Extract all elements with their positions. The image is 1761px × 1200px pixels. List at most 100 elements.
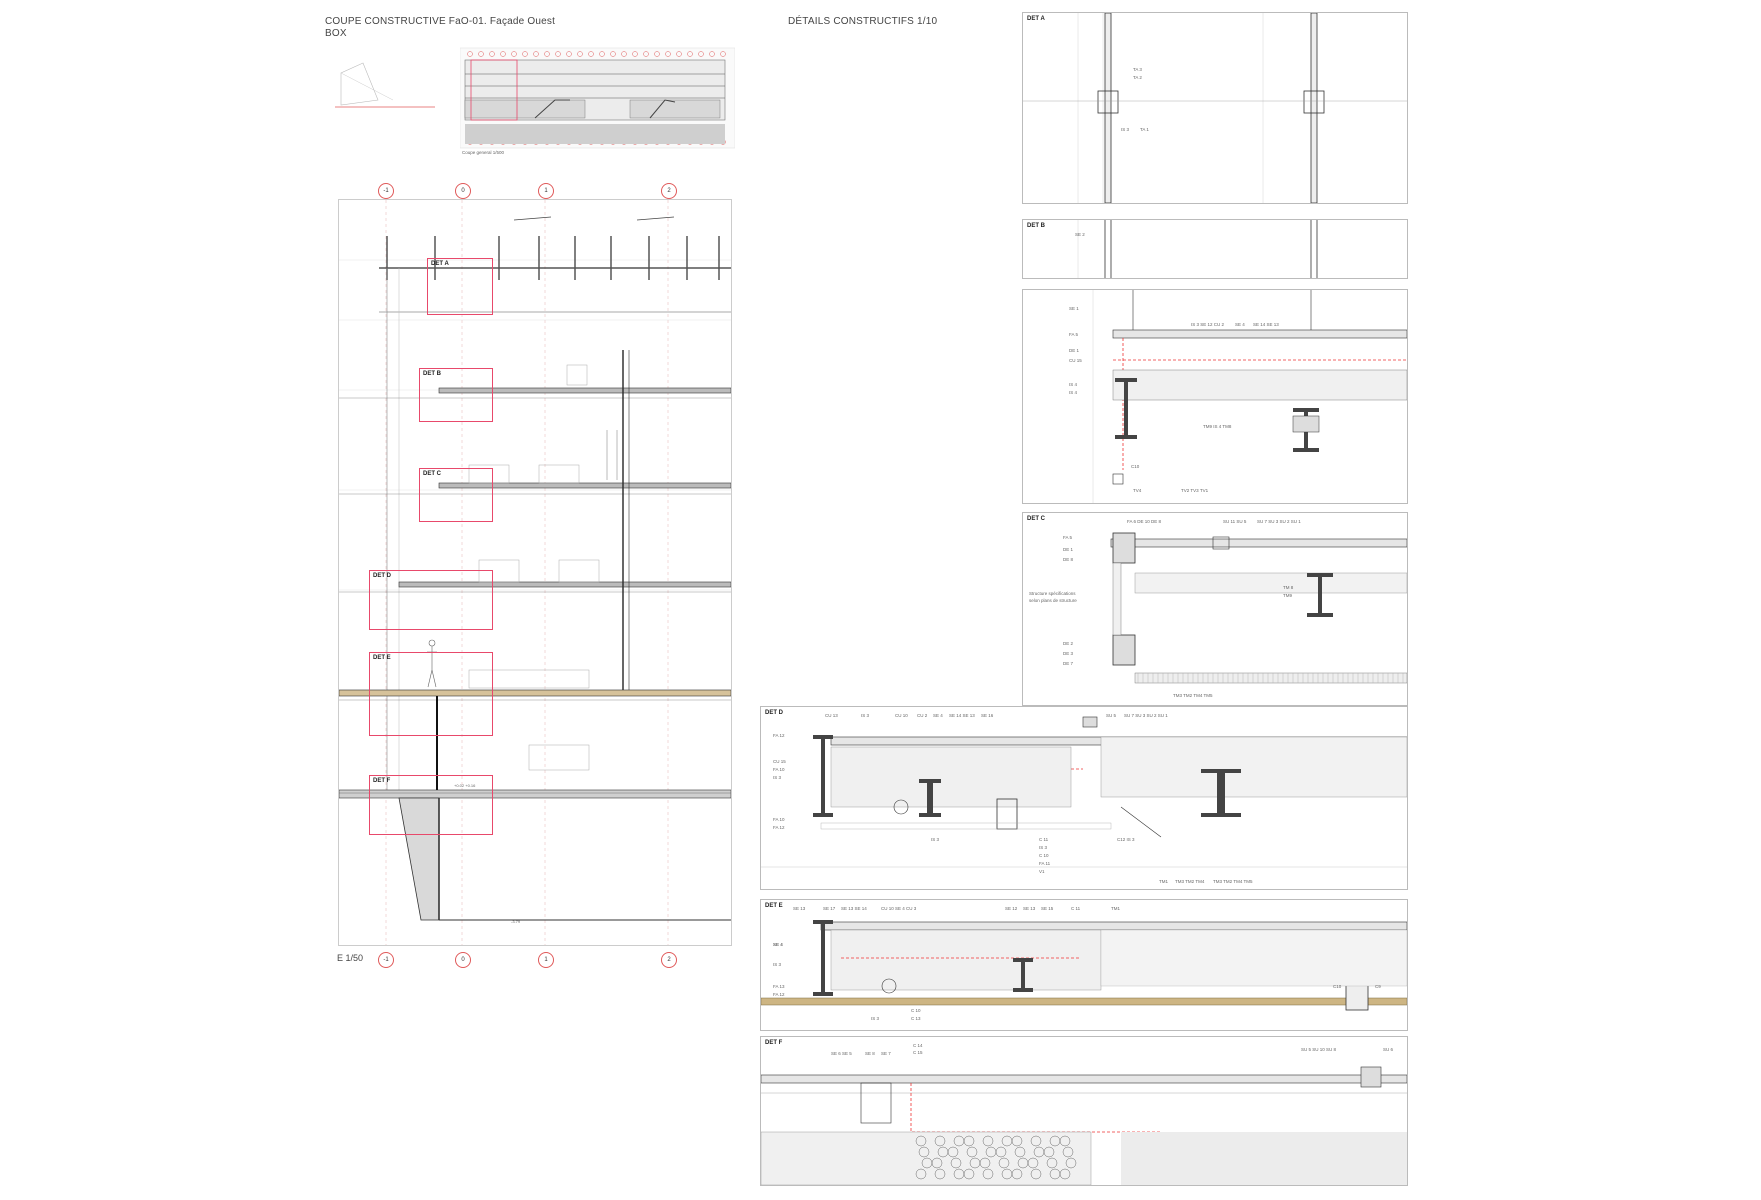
det-e-box[interactable]: DET E [369,652,493,736]
construction-section: -3.79 +0.02 +0.16 DET A DET B DET C DET … [338,199,732,946]
detail-e-note: IS 3 [773,962,782,967]
detail-c-note: TM 8 [1283,585,1294,590]
det-f-box-label: DET F [373,778,391,784]
detail-f-note: SU 5 SU 10 SU 8 [1301,1047,1337,1052]
detail-e-note: SE 13 [1023,906,1036,911]
overview-caption: Coupe general 1/500 [462,150,505,155]
detail-d-note: SU 7 SU 3 SU 2 SU 1 [1124,713,1168,718]
detail-d-note: FA 10 [773,767,785,772]
det-d-box[interactable]: DET D [369,570,493,630]
detail-b2-note: IS 4 [1069,382,1078,387]
detail-c-note: FA 6 DE 10 DE 8 [1127,519,1162,524]
detail-d-note: CU 10 [895,713,908,718]
detail-e-note: C10 [1333,984,1342,989]
details-title: DÉTAILS CONSTRUCTIFS 1/10 [788,16,938,27]
detail-c-note: DE 2 [1063,641,1074,646]
det-d-box-label: DET D [373,573,391,579]
detail-d-note: TM1 [1159,879,1168,884]
detail-f-note: SE 6 SE 5 [831,1051,852,1056]
detail-a-note: TA 3 [1133,67,1142,72]
det-b-box[interactable]: DET B [419,368,493,422]
detail-panel-b: DET B SE 2 [1022,219,1408,279]
detail-e-note: IS 3 [871,1016,880,1021]
detail-b2-note: TV2 TV3 TV1 [1181,488,1209,493]
detail-b2-note: SE 1 [1069,306,1079,311]
detail-e-note: TM1 [1111,906,1120,911]
axis-bubble-top: 2 [661,183,677,199]
detail-c-note: DE 3 [1063,651,1074,656]
axis-bubble-bottom: 0 [455,952,471,968]
detail-e-note: C 10 [911,1008,921,1013]
axis-bubble-bottom: -1 [378,952,394,968]
detail-panel-a: DET A TA 3 TA 2 IS 3 TA 1 [1022,12,1408,204]
detail-a-note: TA 1 [1140,127,1149,132]
det-f-box[interactable]: DET F [369,775,493,835]
detail-panel-d: DET D FA 12 CU 13 IS 3 CU 10 CU 2 SE 4 S… [760,706,1408,890]
detail-e-note: SE 17 [823,906,836,911]
det-c-box[interactable]: DET C [419,468,493,522]
detail-f-note: SE 8 [865,1051,875,1056]
detail-c-note: DE 8 [1063,557,1074,562]
detail-b2-note: TM9 IS 4 TM8 [1203,424,1232,429]
detail-d-note: CU 15 [773,759,786,764]
detail-b2-note: DE 1 [1069,348,1080,353]
detail-d-note: CU 2 [917,713,928,718]
detail-e-note: CU 10 SE 4 CU 3 [881,906,917,911]
detail-f-note: C 14 [913,1043,923,1048]
detail-e-note: SE 13 [793,906,806,911]
detail-panel-f: DET F SE 6 SE 5 SE 8 SE 7 C 14 C 15 SU 5… [760,1036,1408,1186]
detail-c-note: DE 1 [1063,547,1074,552]
detail-d-note: IS 3 [861,713,870,718]
detail-d-note: TM3 TM2 TM4 TM5 [1213,879,1253,884]
detail-f-label: DET F [765,1040,783,1046]
detail-e-note: SE 15 [1041,906,1054,911]
detail-e-note: SE 12 [1005,906,1018,911]
detail-a-note: TA 2 [1133,75,1142,80]
svg-text:-3.79: -3.79 [511,919,521,924]
detail-panel-e: DET E SE 13 SE 4 SE 17 SE 13 SE 14 CU 10… [760,899,1408,1031]
scale-label: E 1/50 [337,953,364,963]
detail-d-note: SU 5 [1106,713,1117,718]
detail-d-note: FA 11 [1039,861,1051,866]
detail-d-note: FA 12 [773,733,785,738]
detail-b-note: SE 2 [1075,232,1085,237]
detail-e-note: SE 4 [773,942,783,947]
detail-b2-note: SE 4 [1235,322,1245,327]
detail-d-note: SE 14 SE 13 [949,713,975,718]
detail-c-note: TM9 [1283,593,1292,598]
det-c-box-label: DET C [423,471,441,477]
axis-bubble-top: 0 [455,183,471,199]
detail-e-note: C9 [1375,984,1381,989]
detail-c-note: TM3 TM2 TM4 TM5 [1173,693,1213,698]
det-b-box-label: DET B [423,371,441,377]
detail-f-note: C 15 [913,1050,923,1055]
detail-c-note: Structure spécifications [1029,591,1076,596]
detail-b2-note: C10 [1131,464,1140,469]
detail-d-note: SE 4 [933,713,943,718]
detail-d-note: FA 12 [773,825,785,830]
detail-panel-c: DET C FA 5 DE 1 DE 8 FA 6 DE 10 DE 8 SU … [1022,512,1408,706]
axis-bubble-top: -1 [378,183,394,199]
detail-d-note: C12 IS 3 [1117,837,1135,842]
section-title: COUPE CONSTRUCTIVE FaO-01. Façade Ouest [325,16,556,27]
axis-bubble-bottom: 2 [661,952,677,968]
detail-e-note: FA 12 [773,992,785,997]
axis-bubble-bottom: 1 [538,952,554,968]
detail-a-label: DET A [1027,16,1045,22]
detail-e-note: FA 13 [773,984,785,989]
section-subtitle: BOX [325,28,347,39]
detail-f-note: SU 6 [1383,1047,1394,1052]
svg-text:+0.02 +0.16: +0.02 +0.16 [454,783,476,788]
detail-e-note: SE 13 SE 14 [841,906,867,911]
det-a-box[interactable]: DET A [427,258,493,315]
det-e-box-label: DET E [373,655,391,661]
detail-d-note: TM3 TM2 TM4 [1175,879,1205,884]
detail-d-note: CU 13 [825,713,838,718]
site-sketch [333,55,438,115]
overview-section: Coupe general 1/500 [460,40,735,158]
detail-e-label: DET E [765,903,783,909]
detail-e-note: C 11 [1071,906,1081,911]
detail-b2-note: TV4 [1133,488,1142,493]
detail-c-note: FA 5 [1063,535,1073,540]
detail-b2-note: IS 4 [1069,390,1078,395]
